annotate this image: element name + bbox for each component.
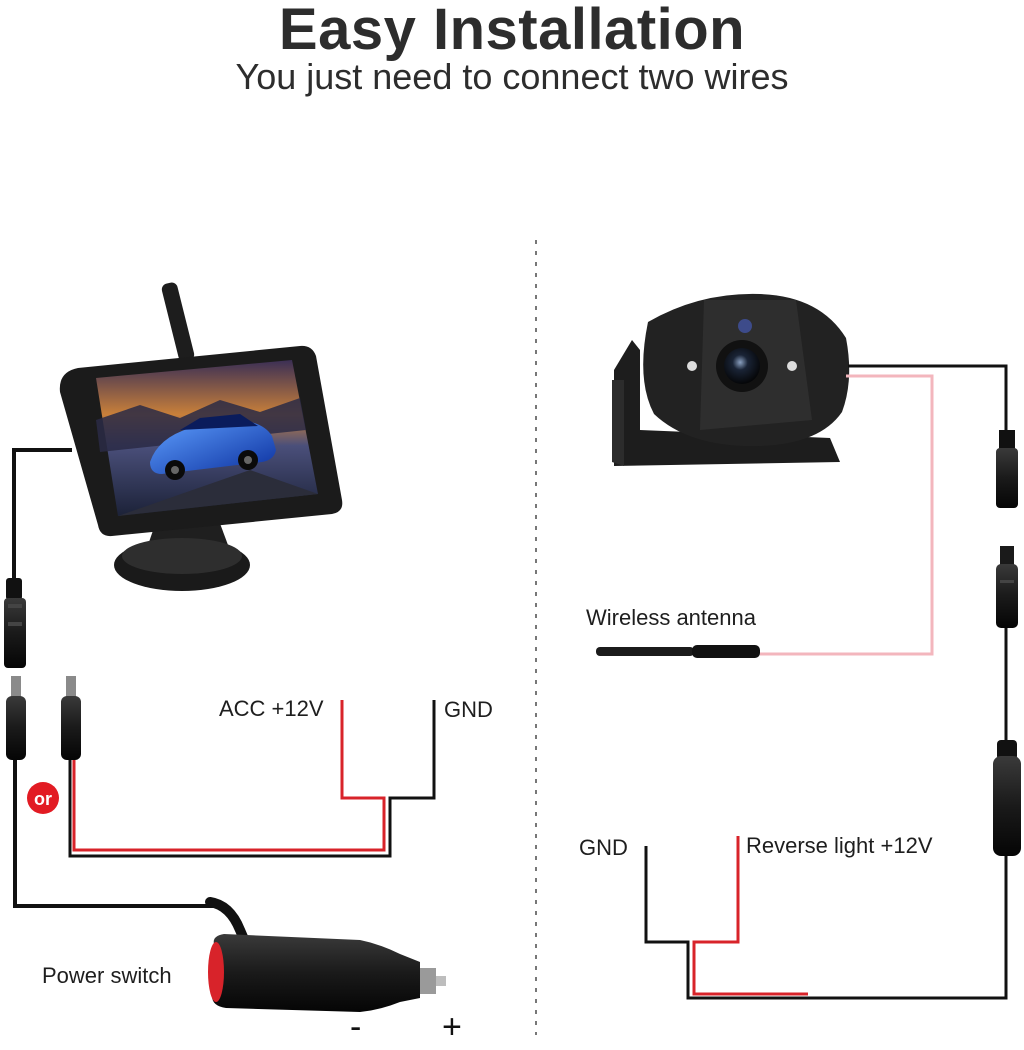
- or-badge-text: or: [34, 789, 52, 809]
- acc-wire-black: [68, 700, 436, 858]
- page-subtitle: You just need to connect two wires: [235, 56, 789, 97]
- gnd-wire-black: [644, 846, 808, 1000]
- inline-box: [993, 740, 1021, 856]
- wireless-antenna: [596, 645, 760, 658]
- power-cable: [13, 760, 214, 908]
- monitor: [59, 345, 343, 537]
- reverse-light-label: Reverse light +12V: [746, 833, 933, 858]
- camera-bracket: [612, 340, 840, 466]
- monitor-cable: [12, 448, 72, 580]
- barrel-connector-female: [4, 578, 26, 668]
- dc-plug-1: [6, 676, 26, 760]
- gnd-label-left: GND: [444, 697, 493, 722]
- camera-cable-black: [848, 364, 1008, 432]
- power-switch-label: Power switch: [42, 963, 172, 988]
- gnd-label-right: GND: [579, 835, 628, 860]
- power-cable-right: [808, 856, 1008, 1000]
- monitor-antenna: [161, 282, 195, 362]
- rear-camera: [643, 293, 850, 447]
- acc-wire-red: [72, 700, 386, 852]
- or-badge: or: [27, 782, 59, 814]
- camera-connector-female: [996, 430, 1018, 508]
- plus-sign: +: [442, 1008, 462, 1046]
- cigarette-plug: [205, 897, 446, 1012]
- antenna-cable-pink: [760, 374, 934, 656]
- dc-plug-2: [61, 676, 81, 760]
- page-title: Easy Installation: [278, 0, 746, 62]
- acc-label: ACC +12V: [219, 696, 324, 721]
- minus-sign: -: [350, 1008, 362, 1046]
- suction-mount: [114, 510, 250, 591]
- wireless-antenna-label: Wireless antenna: [586, 605, 756, 630]
- car-image: [150, 414, 276, 480]
- reverse-wire-red: [692, 836, 808, 996]
- extension-connector: [996, 546, 1018, 628]
